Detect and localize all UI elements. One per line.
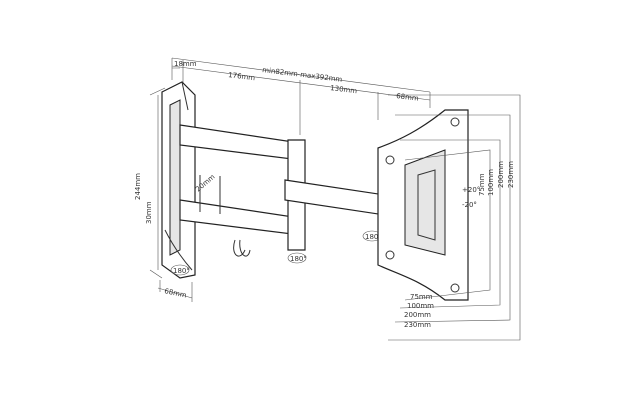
vesa-v-200: 200mm <box>497 161 505 188</box>
base-width-label: 68mm <box>164 287 188 300</box>
wall-rotation-label: 180° <box>173 267 190 275</box>
wall-plate-height-label: 244mm <box>134 173 142 200</box>
top-dimension-lines <box>171 57 431 135</box>
vesa-v-230: 230mm <box>507 161 515 188</box>
vesa-h-100: 100mm <box>407 302 434 310</box>
arm1-length-label: 176mm <box>228 71 256 82</box>
plate-rotation-label: 180° <box>365 233 382 241</box>
extension-range-label: min82mm-max392mm <box>262 66 343 84</box>
arm-height-label: 30mm <box>145 201 153 224</box>
vesa-v-75: 75mm <box>478 173 486 196</box>
arm2-length-label: 130mm <box>330 84 358 95</box>
tilt-up-label: +20° <box>462 186 480 194</box>
joint-rotation-label: 180° <box>290 255 307 263</box>
vesa-h-230: 230mm <box>404 321 431 329</box>
tv-mounting-plate <box>377 109 469 301</box>
arm-width-label: 20mm <box>194 173 217 194</box>
plate-depth-label: 68mm <box>396 92 420 103</box>
vesa-v-100: 100mm <box>487 169 495 196</box>
arm-assembly <box>179 124 386 257</box>
tilt-down-label: -20° <box>462 201 477 209</box>
vesa-frames <box>388 94 521 341</box>
vesa-h-200: 200mm <box>404 311 431 319</box>
vesa-h-75: 75mm <box>410 293 433 301</box>
wall-offset-label: 18mm <box>174 60 197 68</box>
